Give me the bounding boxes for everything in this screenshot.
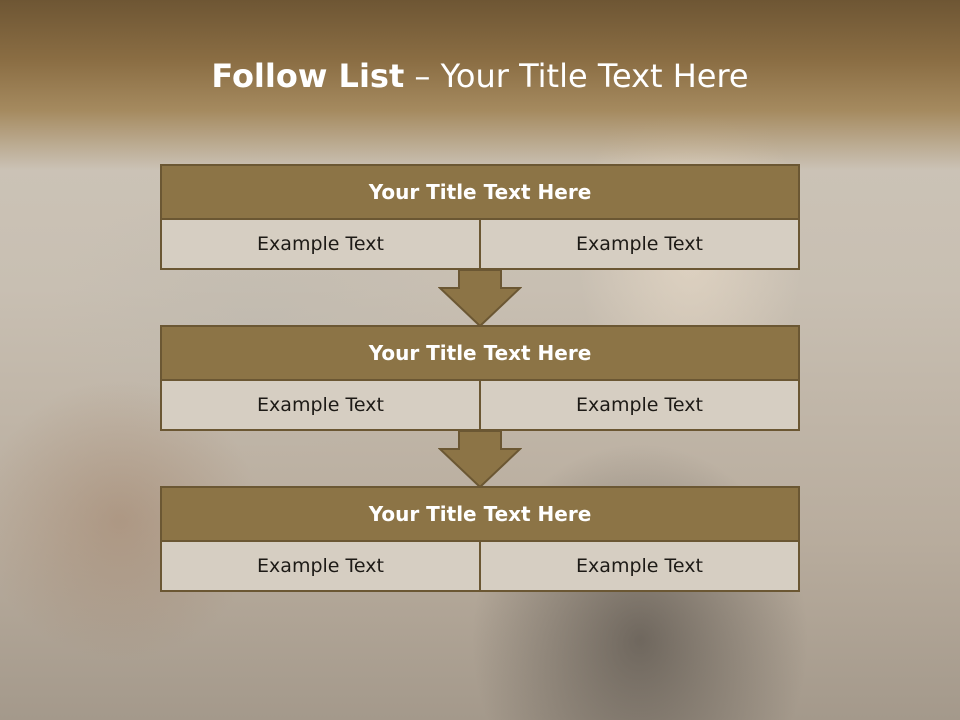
step-cell: Example Text [160,542,481,592]
title-band [0,0,960,170]
step-cells: Example Text Example Text [160,542,800,592]
step-block-2: Your Title Text Here Example Text Exampl… [160,325,800,431]
slide-title: Follow List – Your Title Text Here [0,52,960,100]
step-cell: Example Text [481,220,800,270]
down-arrow-icon [438,431,522,489]
step-cells: Example Text Example Text [160,220,800,270]
step-block-1: Your Title Text Here Example Text Exampl… [160,164,800,270]
step-cell: Example Text [481,542,800,592]
slide-title-rest: – Your Title Text Here [404,57,749,95]
step-header: Your Title Text Here [160,164,800,220]
step-cell: Example Text [160,220,481,270]
step-cells: Example Text Example Text [160,381,800,431]
slide-title-bold: Follow List [211,57,405,95]
step-cell: Example Text [481,381,800,431]
step-header: Your Title Text Here [160,325,800,381]
step-cell: Example Text [160,381,481,431]
step-header: Your Title Text Here [160,486,800,542]
step-block-3: Your Title Text Here Example Text Exampl… [160,486,800,592]
down-arrow-icon [438,270,522,328]
